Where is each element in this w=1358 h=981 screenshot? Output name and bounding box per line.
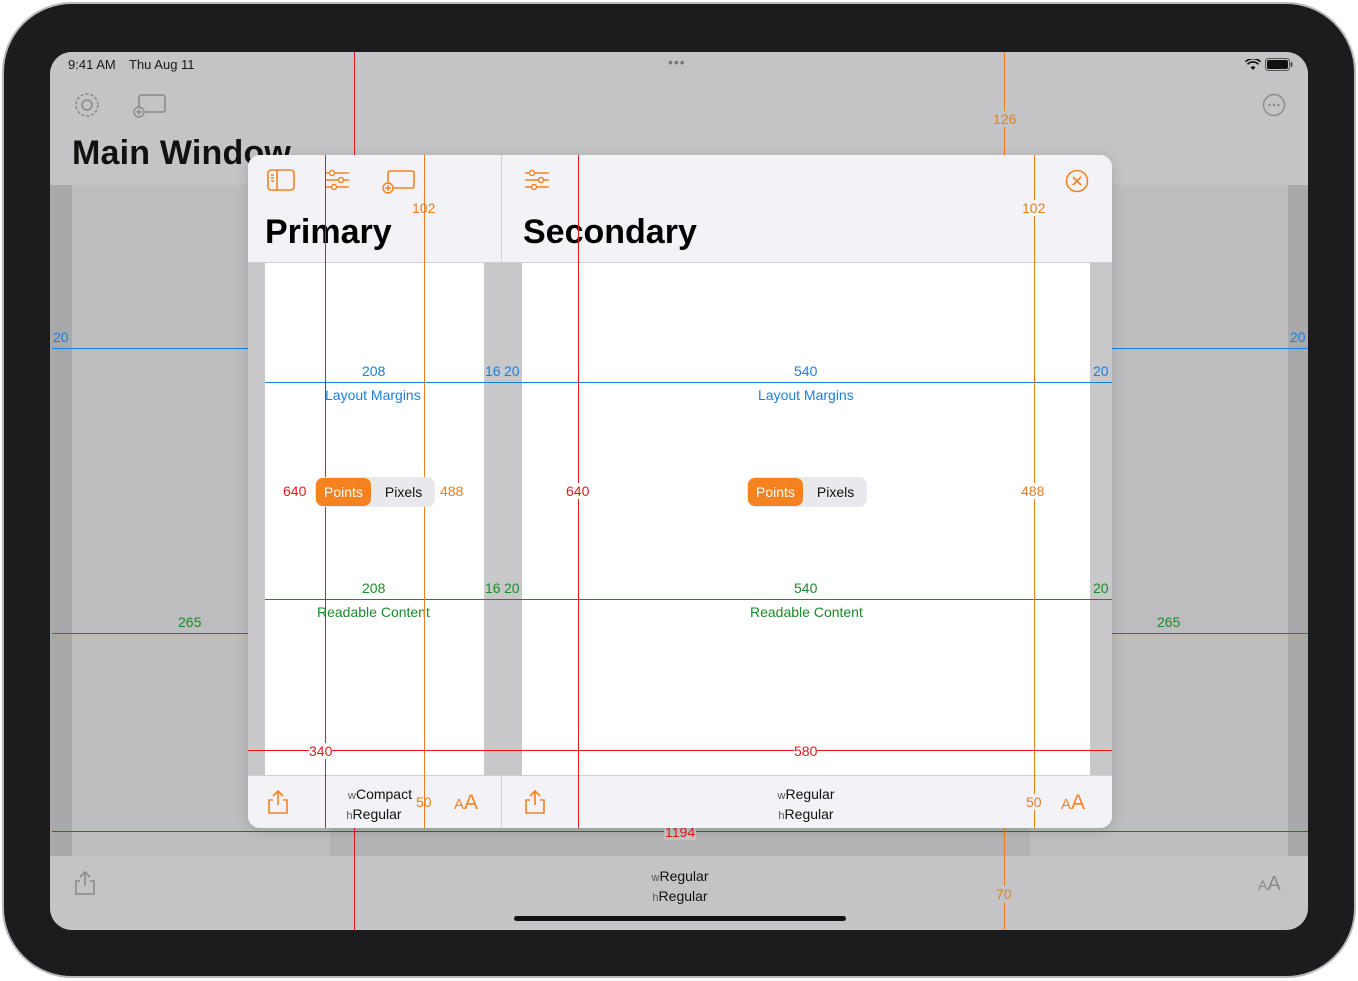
main-readable-line-right: [1112, 633, 1308, 634]
secondary-sliders-icon[interactable]: [524, 169, 550, 196]
secondary-layout-width: 540: [794, 363, 818, 379]
primary-readable-gap-b: 20: [504, 580, 520, 596]
secondary-width-label: 580: [794, 743, 818, 759]
main-share-icon[interactable]: [74, 870, 96, 901]
status-time: 9:41 AM: [68, 57, 116, 72]
secondary-margin-right-label: 20: [1093, 363, 1109, 379]
main-margin-right: [1288, 185, 1308, 856]
primary-width-line: [248, 750, 501, 751]
secondary-height-label: 640: [566, 483, 590, 499]
footer-divider: [501, 775, 502, 828]
main-margin-line-right: [1112, 348, 1308, 349]
status-date: Thu Aug 11: [129, 57, 195, 72]
wifi-icon: [1244, 57, 1262, 76]
secondary-margin-right: [1090, 263, 1112, 775]
sidebar-toggle-icon[interactable]: [267, 169, 295, 196]
secondary-pixels-segment[interactable]: Pixels: [816, 484, 855, 500]
primary-readable-gap-line: [484, 599, 522, 600]
primary-width-label: 340: [309, 743, 333, 759]
primary-text-size-icon[interactable]: AA: [454, 791, 479, 814]
primary-gap-b-label: 20: [504, 363, 520, 379]
primary-readable-width: 208: [362, 580, 386, 596]
secondary-safe-height-label: 488: [1021, 483, 1045, 499]
main-readable-left-label: 265: [178, 614, 202, 630]
more-options-icon[interactable]: [1262, 93, 1286, 122]
primary-gap-line: [484, 382, 522, 383]
secondary-readable-right-line: [1090, 599, 1112, 600]
secondary-title: Secondary: [523, 213, 697, 251]
primary-bottom-bar-label: 50: [416, 794, 432, 810]
main-text-size-icon[interactable]: AA: [1258, 873, 1281, 895]
primary-gap-a-label: 16: [485, 363, 501, 379]
main-bottom-bar-line: [1004, 828, 1005, 930]
secondary-layout-margins-label: Layout Margins: [758, 387, 854, 403]
secondary-share-icon[interactable]: [524, 789, 546, 820]
main-margin-line-left: [52, 348, 248, 349]
main-bottom-bar-label: 70: [996, 886, 1012, 902]
main-margin-left: [50, 185, 72, 856]
secondary-size-class: wRegular hRegular: [777, 786, 835, 822]
primary-readable-gap-a: 16: [485, 580, 501, 596]
primary-layout-width: 208: [362, 363, 386, 379]
primary-new-window-icon[interactable]: [382, 170, 416, 199]
settings-gear-icon[interactable]: [73, 91, 101, 124]
secondary-text-size-icon[interactable]: AA: [1061, 791, 1086, 814]
primary-sliders-icon[interactable]: [324, 169, 350, 196]
split-view-modal: Primary Secondary 208 Layout Margins 16 …: [248, 155, 1112, 828]
main-readable-right-label: 265: [1157, 614, 1181, 630]
main-width-label: 1194: [664, 824, 697, 840]
primary-layout-margin-line: [265, 382, 484, 383]
battery-icon: [1265, 58, 1293, 76]
main-readable-line-left: [52, 633, 248, 634]
primary-top-bar-label: 102: [412, 200, 436, 216]
main-top-bar-line: [1004, 52, 1005, 155]
primary-pixels-segment[interactable]: Pixels: [384, 484, 423, 500]
primary-header: [248, 155, 501, 262]
primary-margin-right: [484, 263, 522, 775]
primary-units-segmented-control[interactable]: Points Pixels: [315, 477, 435, 507]
primary-layout-margins-label: Layout Margins: [325, 387, 421, 403]
primary-safe-height-label: 488: [440, 483, 464, 499]
header-separator: [248, 262, 1112, 263]
secondary-bottom-bar-label: 50: [1026, 794, 1042, 810]
primary-readable-content-label: Readable Content: [317, 604, 430, 620]
main-top-bar-label: 126: [993, 111, 1017, 127]
primary-share-icon[interactable]: [267, 789, 289, 820]
main-margin-left-label: 20: [53, 329, 69, 345]
new-window-icon[interactable]: [133, 94, 167, 123]
secondary-layout-margin-line: [522, 382, 1090, 383]
home-indicator: [514, 916, 846, 921]
footer-toolbar: [248, 775, 1112, 828]
secondary-points-segment[interactable]: Points: [748, 478, 803, 506]
secondary-readable-content-label: Readable Content: [750, 604, 863, 620]
main-margin-right-label: 20: [1290, 329, 1306, 345]
main-size-class: wRegular hRegular: [651, 868, 709, 904]
close-icon[interactable]: [1065, 169, 1089, 198]
primary-points-segment[interactable]: Points: [316, 478, 371, 506]
primary-title: Primary: [265, 213, 392, 251]
secondary-readable-right-label: 20: [1093, 580, 1109, 596]
primary-margin-left: [248, 263, 265, 775]
primary-height-label: 640: [283, 483, 307, 499]
secondary-readable-line: [522, 599, 1090, 600]
primary-size-class: wCompact hRegular: [346, 786, 412, 822]
secondary-units-segmented-control[interactable]: Points Pixels: [747, 477, 867, 507]
footer-separator: [248, 775, 1112, 776]
secondary-margin-right-line: [1090, 382, 1112, 383]
secondary-top-bar-label: 102: [1022, 200, 1046, 216]
primary-readable-line: [265, 599, 484, 600]
secondary-readable-width: 540: [794, 580, 818, 596]
multitasking-dots[interactable]: •••: [668, 54, 686, 70]
secondary-header: [502, 155, 1112, 262]
